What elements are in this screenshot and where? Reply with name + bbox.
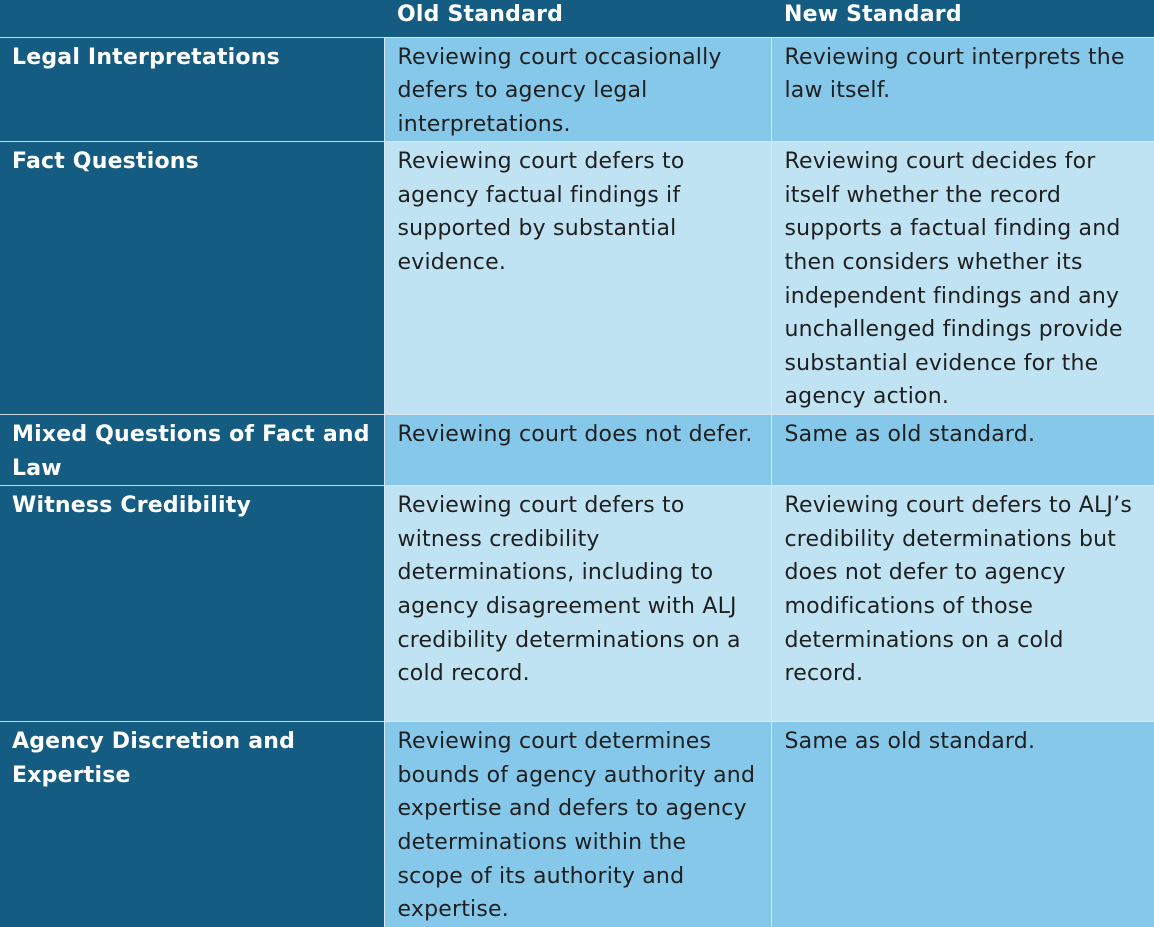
table-row: Witness Credibility Reviewing court defe… [0, 485, 1154, 722]
table-row: Fact Questions Reviewing court defers to… [0, 141, 1154, 415]
old-standard-cell: Reviewing court defers to agency factual… [383, 141, 771, 415]
old-standard-cell: Reviewing court defers to witness credib… [383, 485, 771, 722]
table-header: Old Standard New Standard [0, 0, 1154, 37]
header-empty-cell [0, 0, 384, 37]
row-label: Agency Discretion and Expertise [0, 721, 384, 927]
old-standard-cell: Reviewing court occasionally defers to a… [383, 36, 771, 142]
row-label: Mixed Questions of Fact and Law [0, 414, 384, 486]
new-standard-cell: Reviewing court interprets the law itsel… [770, 36, 1154, 142]
row-label: Fact Questions [0, 141, 384, 415]
table-row: Agency Discretion and Expertise Reviewin… [0, 721, 1154, 927]
row-label: Witness Credibility [0, 485, 384, 722]
table-row: Legal Interpretations Reviewing court oc… [0, 36, 1154, 142]
header-new-standard: New Standard [771, 0, 1154, 37]
table-body: Legal Interpretations Reviewing court oc… [0, 36, 1154, 927]
new-standard-cell: Same as old standard. [770, 721, 1154, 927]
new-standard-cell: Reviewing court defers to ALJ’s credibil… [770, 485, 1154, 722]
header-row: Old Standard New Standard [0, 0, 1154, 37]
row-label: Legal Interpretations [0, 36, 384, 142]
old-standard-cell: Reviewing court does not defer. [383, 414, 771, 486]
new-standard-cell: Same as old standard. [770, 414, 1154, 486]
header-old-standard: Old Standard [384, 0, 771, 37]
old-standard-cell: Reviewing court determines bounds of age… [383, 721, 771, 927]
table-row: Mixed Questions of Fact and Law Reviewin… [0, 414, 1154, 486]
new-standard-cell: Reviewing court decides for itself wheth… [770, 141, 1154, 415]
